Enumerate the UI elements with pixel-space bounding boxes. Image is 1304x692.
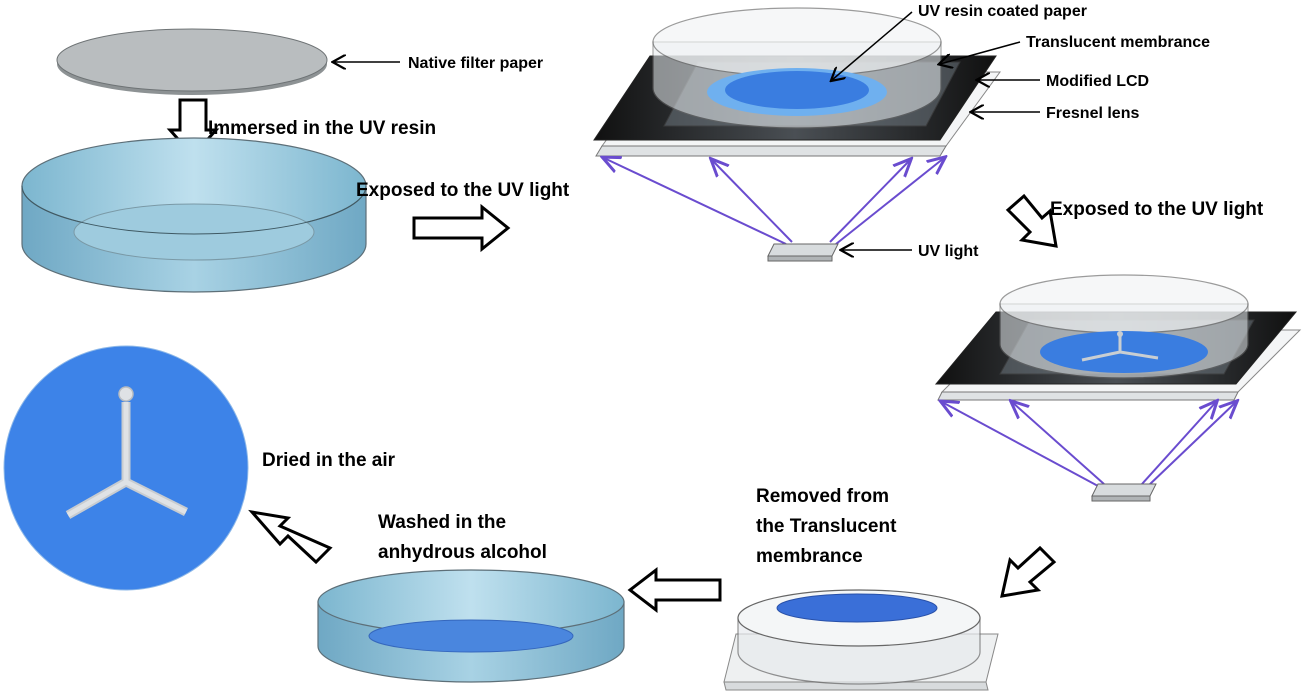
label-washed-line-1: Washed in the	[378, 512, 506, 533]
finished-paper-device	[3, 345, 249, 591]
label-native-filter-paper: Native filter paper	[408, 55, 543, 72]
removed-dish	[723, 589, 999, 691]
label-washed: Washed in the anhydrous alcohol	[378, 512, 547, 563]
diagonal-arrow-down-left-icon	[1000, 545, 1057, 598]
uv-light-source-1	[767, 243, 839, 262]
label-removed-line-3: membrance	[756, 546, 863, 567]
label-exposed-2: Exposed to the UV light	[1050, 199, 1264, 220]
label-exposed-1: Exposed to the UV light	[356, 180, 570, 201]
uv-light-rays-1	[604, 158, 944, 245]
label-translucent-membrance: Translucent membrance	[1026, 34, 1210, 51]
label-removed: Removed from the Translucent membrance	[756, 486, 902, 567]
right-arrow-icon	[412, 203, 511, 253]
label-removed-line-2: the Translucent	[756, 516, 897, 537]
resin-dish	[21, 137, 367, 293]
exposure-apparatus-1	[593, 7, 1001, 157]
diagonal-arrow-up-left-icon	[248, 509, 333, 565]
part-pointers	[832, 11, 1040, 250]
label-modified-lcd: Modified LCD	[1046, 73, 1149, 90]
label-uv-light: UV light	[918, 243, 979, 260]
label-immersed: Immersed in the UV resin	[208, 118, 436, 139]
label-uv-resin-coated-paper: UV resin coated paper	[918, 3, 1087, 20]
diagonal-arrow-down-right-icon	[1005, 193, 1058, 248]
left-arrow-icon	[627, 566, 722, 614]
alcohol-dish	[317, 569, 625, 683]
uv-light-rays-2	[942, 402, 1236, 487]
uv-light-source-2	[1091, 483, 1157, 502]
label-removed-line-1: Removed from	[756, 486, 889, 507]
native-filter-paper	[56, 28, 328, 95]
label-fresnel-lens: Fresnel lens	[1046, 105, 1139, 122]
exposure-apparatus-2	[934, 274, 1302, 401]
label-washed-line-2: anhydrous alcohol	[378, 542, 547, 563]
label-dried: Dried in the air	[262, 450, 396, 471]
